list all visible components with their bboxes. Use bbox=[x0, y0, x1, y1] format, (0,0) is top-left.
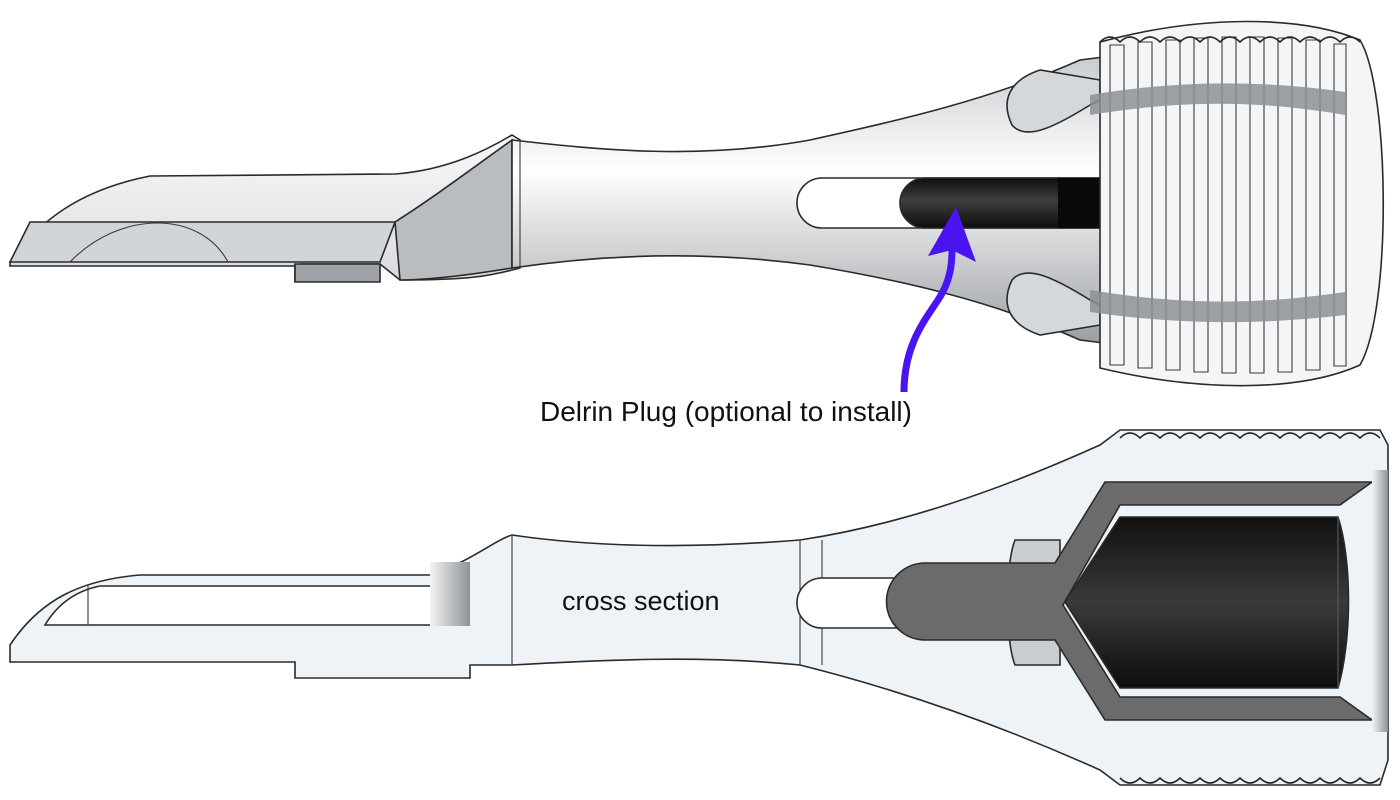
delrin-plug-band bbox=[1058, 178, 1105, 228]
blade-arc bbox=[69, 222, 229, 263]
knob-outline bbox=[1099, 20, 1385, 387]
upper-slot bbox=[1006, 69, 1101, 133]
collar-shadow bbox=[394, 138, 513, 281]
delrin-plug-label: Delrin Plug (optional to install) bbox=[540, 396, 912, 427]
knob-inner-band-bottom bbox=[1090, 290, 1345, 323]
blade-hollow bbox=[294, 263, 381, 283]
section-scallops bbox=[1119, 432, 1381, 784]
section-plug-cup bbox=[1064, 516, 1350, 689]
knob-inner-band-top bbox=[1090, 83, 1345, 115]
lower-slot bbox=[1006, 272, 1101, 336]
tool-top-view bbox=[8, 20, 1385, 387]
cross-section-label: cross section bbox=[562, 586, 720, 616]
knob-ribs bbox=[1109, 36, 1347, 374]
blade-bevel bbox=[8, 221, 397, 263]
pocket-wall bbox=[430, 562, 470, 626]
blade-pocket bbox=[43, 585, 466, 626]
section-right-wall bbox=[1372, 470, 1388, 732]
section-plug-grey bbox=[885, 481, 1375, 721]
knob-scallops bbox=[1099, 36, 1361, 44]
plug-pointer-arrowhead bbox=[928, 207, 976, 262]
section-outline bbox=[9, 429, 1389, 786]
plug-pointer-arrow bbox=[900, 249, 956, 393]
tool-cross-section bbox=[9, 429, 1389, 786]
